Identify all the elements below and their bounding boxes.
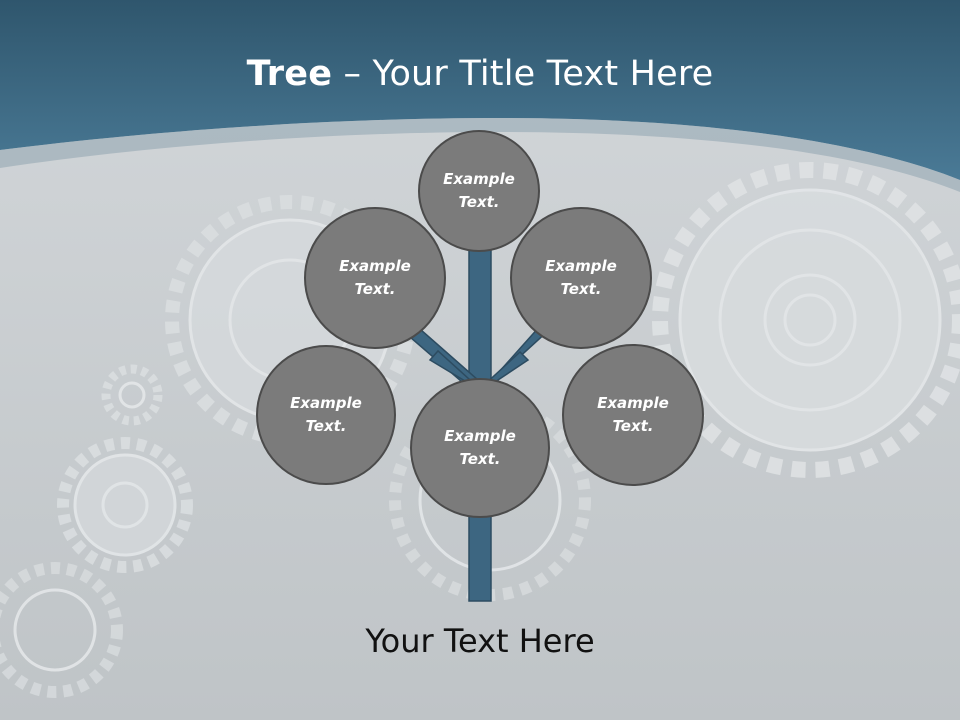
tree-node-lower-left: Example Text.	[256, 345, 396, 485]
tree-node-lower-left-label: Example Text.	[290, 394, 362, 435]
tree-node-top: Example Text.	[418, 130, 540, 252]
title-rest: – Your Title Text Here	[332, 54, 714, 94]
tree-node-center: Example Text.	[410, 378, 550, 518]
tree-node-lower-right-label: Example Text.	[597, 394, 669, 435]
tree-node-upper-left: Example Text.	[304, 207, 446, 349]
slide-title: Tree – Your Title Text Here	[0, 54, 960, 94]
tree-node-lower-right: Example Text.	[562, 344, 704, 486]
footer-text: Your Text Here	[365, 622, 595, 660]
tree-node-upper-left-label: Example Text.	[339, 257, 411, 298]
tree-node-upper-right: Example Text.	[510, 207, 652, 349]
header-band	[0, 0, 960, 180]
tree-node-top-label: Example Text.	[443, 170, 515, 211]
title-bold: Tree	[246, 54, 333, 94]
tree-node-upper-right-label: Example Text.	[545, 257, 617, 298]
tree-node-center-label: Example Text.	[444, 427, 516, 468]
